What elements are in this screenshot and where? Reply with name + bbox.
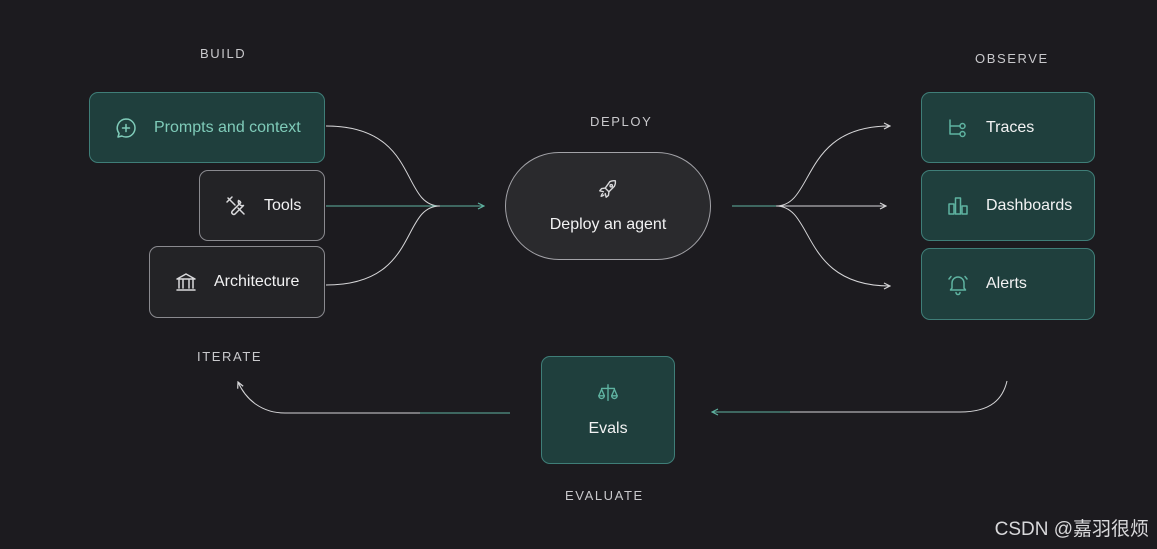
bank-building-icon	[174, 270, 198, 294]
node-label: Traces	[986, 118, 1035, 136]
node-label: Alerts	[986, 275, 1027, 292]
connector-architecture	[325, 205, 441, 286]
chat-plus-icon	[114, 116, 138, 140]
bar-chart-icon	[946, 194, 970, 218]
node-label: Deploy an agent	[549, 216, 667, 233]
node-label: Prompts and context	[154, 118, 301, 136]
connector-prompts	[325, 125, 441, 207]
section-label-iterate: ITERATE	[197, 349, 263, 364]
connector-evals-iterate	[238, 382, 510, 414]
connector-observe-evals	[712, 380, 1008, 413]
watermark: CSDN @嘉羽很烦	[994, 519, 1149, 540]
section-label-observe: OBSERVE	[975, 51, 1049, 66]
node-traces[interactable]: Traces	[921, 92, 1095, 163]
connector-traces	[775, 126, 890, 207]
scale-icon	[597, 382, 619, 404]
traces-icon	[946, 116, 970, 140]
node-label: Architecture	[214, 273, 300, 290]
section-label-evaluate: EVALUATE	[565, 488, 644, 503]
section-label-build: BUILD	[200, 46, 247, 61]
node-evals[interactable]: Evals	[541, 356, 675, 464]
node-label: Tools	[264, 196, 302, 214]
node-dashboards[interactable]: Dashboards	[921, 170, 1095, 241]
tools-icon	[224, 194, 248, 218]
node-label: Evals	[588, 420, 628, 437]
section-label-deploy: DEPLOY	[590, 114, 653, 129]
bell-icon	[946, 272, 970, 296]
connector-alerts	[775, 205, 890, 286]
node-alerts[interactable]: Alerts	[921, 248, 1095, 320]
node-deploy-agent[interactable]: Deploy an agent	[505, 152, 711, 260]
node-label: Dashboards	[986, 196, 1073, 214]
node-prompts-and-context[interactable]: Prompts and context	[89, 92, 325, 163]
node-tools[interactable]: Tools	[199, 170, 325, 241]
rocket-icon	[597, 178, 619, 200]
node-architecture[interactable]: Architecture	[149, 246, 325, 318]
